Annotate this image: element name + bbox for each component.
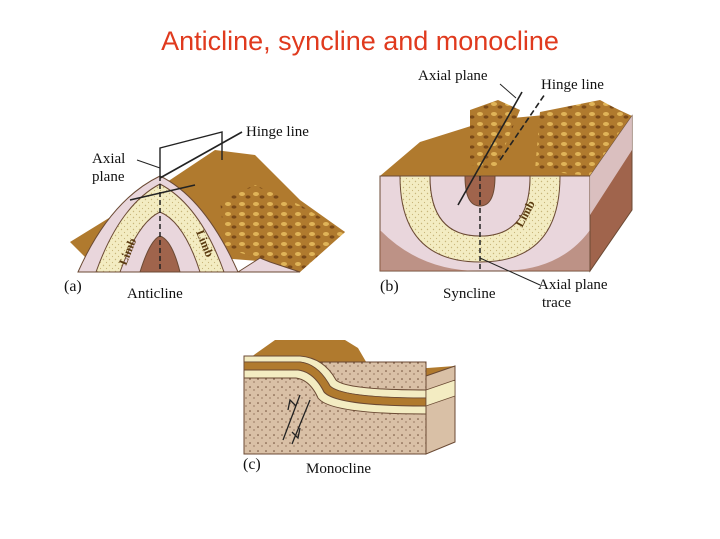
axial-plane-label-b: Axial plane: [418, 68, 488, 84]
syncline-axial-plane: [457, 91, 523, 206]
syncline-diagram: Axial plane Hinge line Limb Axial plane …: [379, 68, 633, 311]
axial-plane-trace-label-1: Axial plane: [538, 277, 608, 293]
syncline-hinge-line: [499, 93, 546, 161]
anticline-back-ridge: [220, 185, 345, 272]
slide-title: Anticline, syncline and monocline: [161, 26, 559, 56]
axial-plane-label-a2: plane: [92, 169, 125, 185]
panel-letter-c: (c): [243, 456, 261, 473]
hinge-line-label-b: Hinge line: [541, 77, 604, 93]
hinge-line-label-a: Hinge line: [246, 124, 309, 140]
panel-letter-a: (a): [64, 278, 82, 295]
axial-plane-trace-label-2: trace: [542, 295, 571, 311]
axial-plane-label-a1: Axial: [92, 151, 125, 167]
anticline-axial-plane: [159, 131, 223, 176]
caption-syncline: Syncline: [443, 286, 496, 302]
monocline-diagram: (c) Monocline: [243, 340, 456, 477]
caption-anticline: Anticline: [127, 286, 183, 302]
caption-monocline: Monocline: [306, 461, 371, 477]
anticline-diagram: Axial plane Hinge line Limb Limb (a) Ant…: [64, 124, 345, 302]
panel-letter-b: (b): [380, 278, 399, 295]
anticline-hinge-line: [159, 131, 243, 179]
fault-arrows: [282, 394, 311, 445]
